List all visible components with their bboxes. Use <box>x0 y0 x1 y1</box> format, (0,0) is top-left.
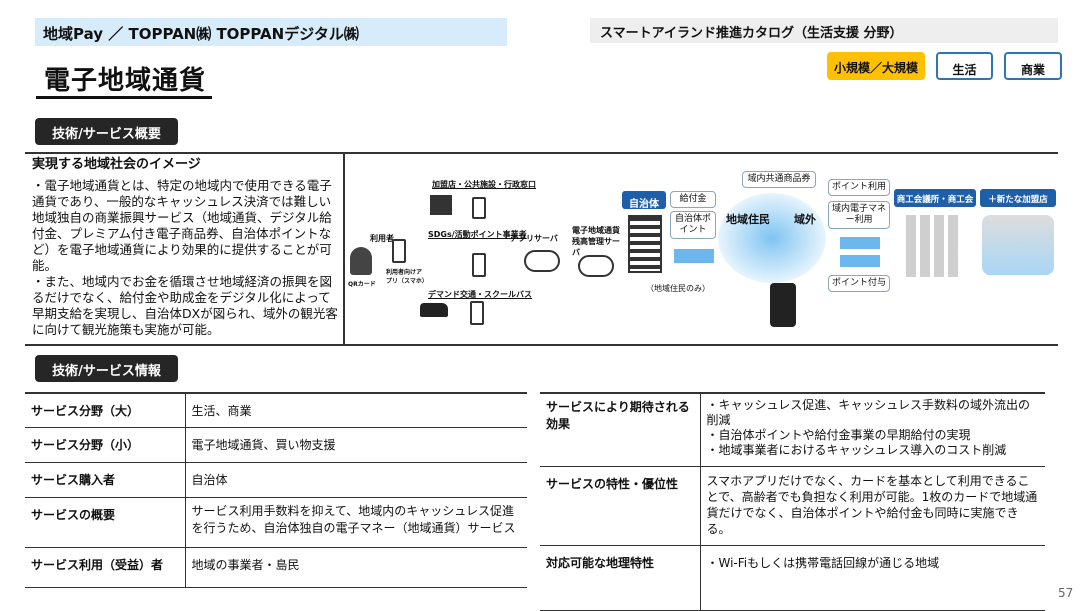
row-key: サービスの特性・優位性 <box>540 466 700 546</box>
table-row: サービス購入者自治体 <box>25 462 527 498</box>
info-badge: 技術/サービス情報 <box>35 355 178 382</box>
table-row: サービス利用（受益）者地域の事業者・島民 <box>25 547 527 588</box>
tablet-icon <box>470 301 484 325</box>
right-info-table: サービスにより期待される効果・キャッシュレス促進、キャッシュレス手数料の域外流出… <box>540 392 1045 611</box>
table-row: 対応可能な地理特性・Wi-Fiもしくは携帯電話回線が通じる地域 <box>540 545 1045 611</box>
arrow-right-icon <box>840 237 880 249</box>
table-row: サービス分野（大）生活、商業 <box>25 392 527 428</box>
app-server-label: アプリサーバ <box>510 234 558 243</box>
row-key: サービス分野（大） <box>25 392 185 428</box>
company-header: 地域Pay ／ TOPPAN㈱ TOPPANデジタル㈱ <box>35 18 507 46</box>
common-voucher-box: 域内共通商品券 <box>742 171 816 188</box>
residents-label: 地域住民 <box>726 213 770 226</box>
row-value: ・Wi-Fiもしくは携帯電話回線が通じる地域 <box>699 545 1045 611</box>
municipality-label: 自治体 <box>622 191 666 210</box>
cloud-server-icon <box>578 255 614 277</box>
sdgs-label: SDGs/活動ポイント事業者 <box>428 230 527 239</box>
residents-only-label: （地域住民のみ） <box>646 284 710 293</box>
qr-card-label: QRカード <box>348 281 376 288</box>
table-row: サービスの概要サービス利用手数料を抑えて、地域内のキャッシュレス促進を行うため、… <box>25 497 527 548</box>
smartphone-icon <box>392 239 406 263</box>
page-number: 57 <box>1058 586 1074 600</box>
table-row: サービス分野（小）電子地域通貨、買い物支援 <box>25 427 527 463</box>
tablet-icon <box>472 197 486 219</box>
row-key: サービス分野（小） <box>25 427 185 463</box>
row-key: 対応可能な地理特性 <box>540 545 700 611</box>
overview-heading: 実現する地域社会のイメージ <box>32 157 201 172</box>
row-key: サービス購入者 <box>25 462 185 498</box>
row-value: 生活、商業 <box>184 392 527 428</box>
point-grant-box: ポイント付与 <box>828 275 890 292</box>
muni-point-box: 自治体ポイント <box>670 211 716 239</box>
scale-tag: 小規模／大規模 <box>827 52 925 80</box>
shops-label: 加盟店・公共施設・行政窓口 <box>432 180 536 189</box>
outside-label: 域外 <box>794 213 816 226</box>
shops-illustration <box>906 215 962 277</box>
new-shops-label: ＋新たな加盟店 <box>980 189 1056 207</box>
life-tag: 生活 <box>936 52 993 80</box>
catalog-label: スマートアイランド推進カタログ（生活支援 分野） <box>590 18 1058 43</box>
row-key: サービス利用（受益）者 <box>25 547 185 588</box>
overview-bullet: ・また、地域内でお金を循環させ地域経済の振興を図るだけでなく、給付金や助成金をデ… <box>32 274 338 337</box>
row-value: 自治体 <box>184 462 527 498</box>
left-info-table: サービス分野（大）生活、商業 サービス分野（小）電子地域通貨、買い物支援 サービ… <box>25 392 527 588</box>
row-value: 電子地域通貨、買い物支援 <box>184 427 527 463</box>
person-icon <box>350 247 372 275</box>
arrow-left-icon <box>840 255 880 267</box>
user-app-label: 利用者向けアプリ（スマホ） <box>386 269 428 285</box>
overview-text: ・電子地域通貨とは、特定の地域内で使用できる電子通貨であり、一般的なキャッシュレ… <box>32 178 338 338</box>
tourism-illustration <box>982 215 1054 275</box>
tablet-icon <box>472 253 486 277</box>
page-title: 電子地域通貨 <box>44 66 207 96</box>
arrow-icon <box>674 249 714 263</box>
row-value: ・キャッシュレス促進、キャッシュレス手数料の域外流出の削減 ・自治体ポイントや給… <box>699 392 1045 467</box>
divider <box>25 152 1058 154</box>
point-use-box: ポイント利用 <box>828 179 890 196</box>
divider <box>343 153 345 345</box>
overview-badge: 技術/サービス概要 <box>35 118 178 145</box>
shop-icon <box>430 195 452 215</box>
row-value: スマホアプリだけでなく、カードを基本として利用できることで、高齢者でも負担なく利… <box>699 466 1045 546</box>
title-underline <box>36 96 212 99</box>
divider <box>25 344 1058 346</box>
user-label: 利用者 <box>370 234 394 243</box>
benefit-box: 給付金 <box>670 191 716 208</box>
row-value: サービス利用手数料を抑えて、地域内のキャッシュレス促進を行うため、自治体独自の電… <box>184 497 527 548</box>
community-illustration <box>718 193 826 283</box>
row-key: サービスにより期待される効果 <box>540 392 700 467</box>
qr-phone-icon <box>770 283 796 327</box>
demand-label: デマンド交通・スクールバス <box>428 290 532 299</box>
table-row: サービスにより期待される効果・キャッシュレス促進、キャッシュレス手数料の域外流出… <box>540 392 1045 467</box>
commerce-tag: 商業 <box>1004 52 1062 80</box>
cloud-server-icon <box>524 250 560 272</box>
balance-server-label: 電子地域通貨残高管理サーバ <box>572 226 620 257</box>
bus-icon <box>420 303 448 317</box>
building-icon <box>628 215 662 273</box>
row-value: 地域の事業者・島民 <box>184 547 527 588</box>
service-diagram: 利用者 QRカード 利用者向けアプリ（スマホ） 加盟店・公共施設・行政窓口 SD… <box>346 155 1058 343</box>
row-key: サービスの概要 <box>25 497 185 548</box>
emoney-use-box: 域内電子マネー利用 <box>828 201 890 229</box>
table-row: サービスの特性・優位性スマホアプリだけでなく、カードを基本として利用できることで… <box>540 466 1045 546</box>
overview-bullet: ・電子地域通貨とは、特定の地域内で使用できる電子通貨であり、一般的なキャッシュレ… <box>32 178 332 273</box>
chamber-label: 商工会議所・商工会 <box>894 189 976 207</box>
